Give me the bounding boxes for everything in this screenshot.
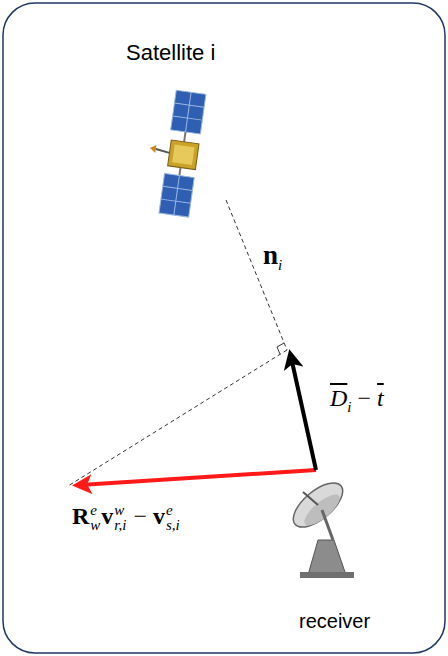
math-symbol: t (377, 385, 384, 411)
subscript: w (90, 518, 100, 533)
superscript: e (90, 503, 100, 518)
math-symbol: − (133, 503, 147, 529)
superscript: e (166, 503, 180, 518)
text-label: Satellite i (126, 40, 215, 65)
right-angle-mark (277, 343, 284, 354)
red-vector (80, 470, 316, 485)
superscript: w (114, 503, 126, 518)
line-of-sight (226, 200, 287, 350)
math-symbol: v (101, 503, 113, 529)
script-stack: es,i (166, 503, 180, 533)
satellite-label: Satellite i (126, 40, 215, 66)
math-symbol: v (153, 503, 165, 529)
subscript: i (347, 399, 351, 415)
script-stack: ew (90, 503, 100, 533)
velocity-label: Rewvwr,i−ves,i (72, 503, 181, 533)
math-symbol: − (358, 385, 372, 411)
projection-line (68, 350, 287, 486)
math-symbol: R (72, 503, 89, 529)
frame (3, 3, 445, 653)
subscript: s,i (166, 518, 180, 533)
subscript: r,i (114, 518, 126, 533)
text-label: receiver (299, 610, 370, 632)
subscript: i (278, 257, 282, 273)
unit-vector-label: ni (263, 240, 282, 274)
script-stack: wr,i (114, 503, 126, 533)
distance-label: Di−t (330, 385, 384, 416)
satellite-icon (141, 88, 206, 217)
math-symbol: D (330, 385, 347, 411)
black-vector (291, 357, 316, 470)
math-symbol: n (263, 240, 278, 270)
receiver-icon (286, 475, 354, 578)
receiver-label: receiver (299, 610, 370, 633)
